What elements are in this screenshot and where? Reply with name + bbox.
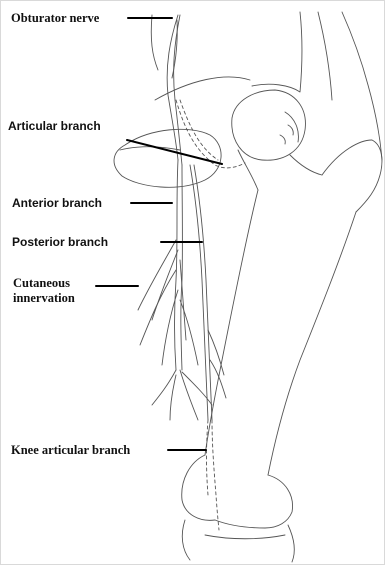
knee-condyles — [205, 535, 285, 539]
posterior-branch-line — [194, 165, 212, 420]
anterior-branch-line — [181, 165, 183, 370]
femoral-neck — [290, 155, 322, 175]
label-posterior-branch: Posterior branch — [12, 235, 108, 249]
cutaneous-branch — [180, 300, 198, 365]
femoral-neck — [238, 150, 258, 190]
pelvis-outline — [252, 12, 302, 92]
cutaneous-branch — [140, 270, 176, 345]
acetabulum — [285, 112, 298, 142]
knee-condyles — [182, 455, 215, 520]
knee-articular-branch-line — [212, 420, 219, 530]
acetabulum — [288, 125, 293, 135]
pelvis-outline — [151, 15, 158, 70]
cutaneous-branch — [180, 370, 198, 420]
label-knee-articular-branch: Knee articular branch — [11, 443, 130, 457]
label-cutaneous: Cutaneous — [13, 276, 70, 290]
cutaneous-branch — [208, 330, 224, 375]
label-obturator-nerve: Obturator nerve — [11, 11, 99, 25]
cutaneous-branch — [170, 375, 176, 420]
knee-condyles — [265, 475, 293, 528]
articular-branch-line — [180, 100, 218, 160]
knee-condyles — [215, 520, 265, 528]
knee-condyles — [182, 520, 190, 560]
femur-shaft — [268, 212, 356, 475]
anterior-branch-line — [175, 160, 179, 370]
label-articular-branch: Articular branch — [8, 119, 101, 133]
obturator-foramen — [114, 129, 221, 187]
label-innervation: innervation — [13, 291, 75, 305]
leader-articular-branch — [127, 140, 222, 164]
acetabulum — [280, 135, 285, 144]
pelvis-outline — [120, 147, 180, 150]
femoral-head — [232, 90, 306, 160]
pelvis-outline — [342, 12, 382, 160]
posterior-branch-line — [190, 165, 208, 420]
cutaneous-branch — [162, 290, 178, 365]
femur-shaft — [205, 190, 258, 455]
knee-articular-branch-line — [207, 420, 209, 495]
knee-condyles — [288, 525, 294, 562]
label-anterior-branch: Anterior branch — [12, 196, 102, 210]
pelvis-outline — [318, 12, 332, 100]
cutaneous-branch — [138, 240, 176, 310]
cutaneous-branch — [152, 370, 176, 405]
pelvis-outline — [155, 77, 250, 100]
greater-trochanter — [322, 140, 382, 212]
